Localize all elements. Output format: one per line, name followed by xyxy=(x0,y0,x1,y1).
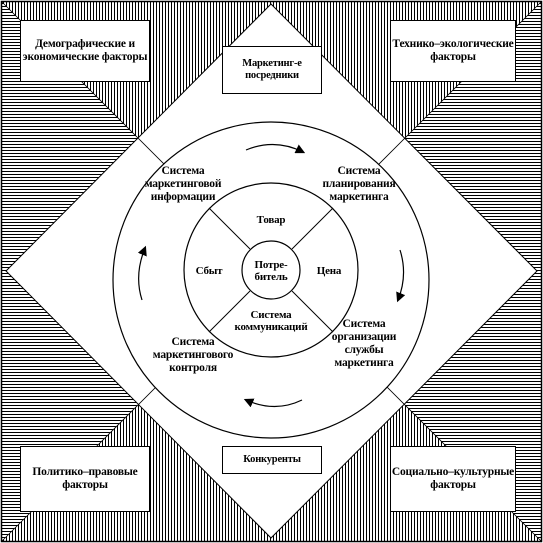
box-demographic-factors: Демографические и экономические факторы xyxy=(20,20,150,82)
competitors-label: Конкуренты xyxy=(243,454,301,465)
box-intermediaries: Маркетинг-е посредники xyxy=(222,46,322,94)
mix-price-label: Цена xyxy=(316,265,342,277)
technical-factors-label: Технико–экологические факторы xyxy=(392,38,514,63)
system-info-label: Система маркетинговой информации xyxy=(144,165,222,203)
arrow-bottom xyxy=(243,398,303,408)
demographic-factors-label: Демографические и экономические факторы xyxy=(22,38,148,63)
mix-place-label: Сбыт xyxy=(195,265,223,277)
consumer-label: Потре-битель xyxy=(254,259,288,283)
consumer-circle xyxy=(241,240,301,300)
system-planning-label: Система планирования маркетинга xyxy=(322,165,396,203)
box-social-factors: Социально–культурные факторы xyxy=(390,446,516,512)
social-factors-label: Социально–культурные факторы xyxy=(391,466,515,491)
mix-promotion-label: Система коммуникаций xyxy=(234,309,308,333)
box-technical-factors: Технико–экологические факторы xyxy=(390,20,516,82)
system-control-label: Система маркетингового контроля xyxy=(152,336,234,374)
box-competitors: Конкуренты xyxy=(222,446,322,474)
box-political-factors: Политико–правовые факторы xyxy=(20,446,150,512)
arrow-top xyxy=(245,143,306,154)
arrow-left xyxy=(137,245,147,301)
mix-product-label: Товар xyxy=(256,214,286,226)
intermediaries-label: Маркетинг-е посредники xyxy=(242,58,302,81)
arrow-right xyxy=(396,249,406,303)
political-factors-label: Политико–правовые факторы xyxy=(32,466,138,491)
system-organization-label: Система организации службы маркетинга xyxy=(331,318,397,369)
